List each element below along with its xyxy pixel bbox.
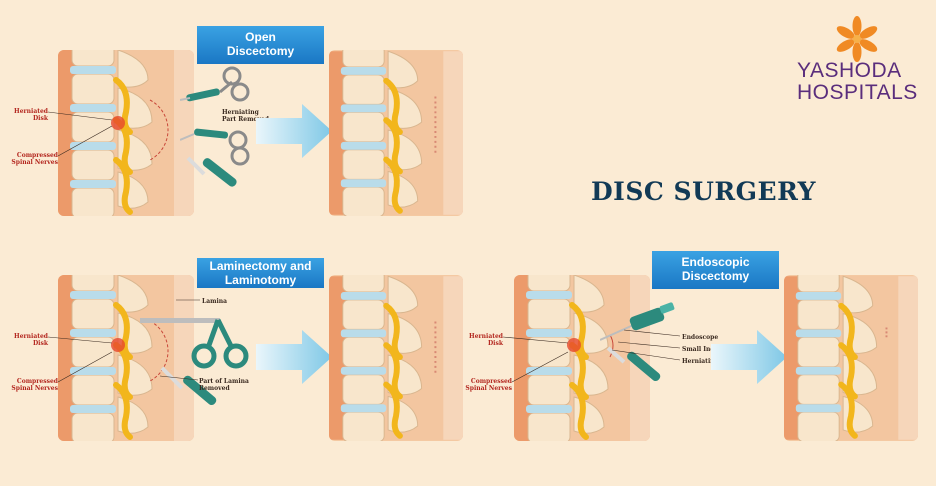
brand-name-line1: YASHODA <box>797 59 902 82</box>
forceps-tool-icon <box>180 66 250 187</box>
open-discectomy-banner: Open Discectomy <box>197 26 324 64</box>
endo-after-spine <box>784 275 918 441</box>
brand-name-line2: HOSPITALS <box>797 81 918 104</box>
endo-small-incision-label: Small Incision <box>682 346 731 353</box>
endo-endoscope-label: Endoscope <box>682 334 719 341</box>
endo-result-arrow-icon <box>711 330 787 384</box>
lamin-banner: Laminectomy and Laminotomy <box>197 258 324 288</box>
open-result-arrow-icon <box>256 104 332 158</box>
lamin-after-spine <box>329 275 463 441</box>
endo-banner: Endoscopic Discectomy <box>652 251 779 289</box>
endoscope-tool-icon <box>600 302 675 382</box>
endo-before-spine <box>514 275 650 441</box>
lamin-lamina-label: Lamina <box>202 298 227 305</box>
open-after-spine <box>329 50 463 216</box>
lamin-part-removed-label: Part of Lamina Removed <box>199 378 249 392</box>
open-before-spine <box>58 50 194 216</box>
page-title: DISC SURGERY <box>591 177 816 206</box>
flower-logo-icon <box>836 16 878 62</box>
lamin-before-spine <box>58 275 194 441</box>
lamin-result-arrow-icon <box>256 330 332 384</box>
rongeur-tool-icon <box>140 318 249 406</box>
